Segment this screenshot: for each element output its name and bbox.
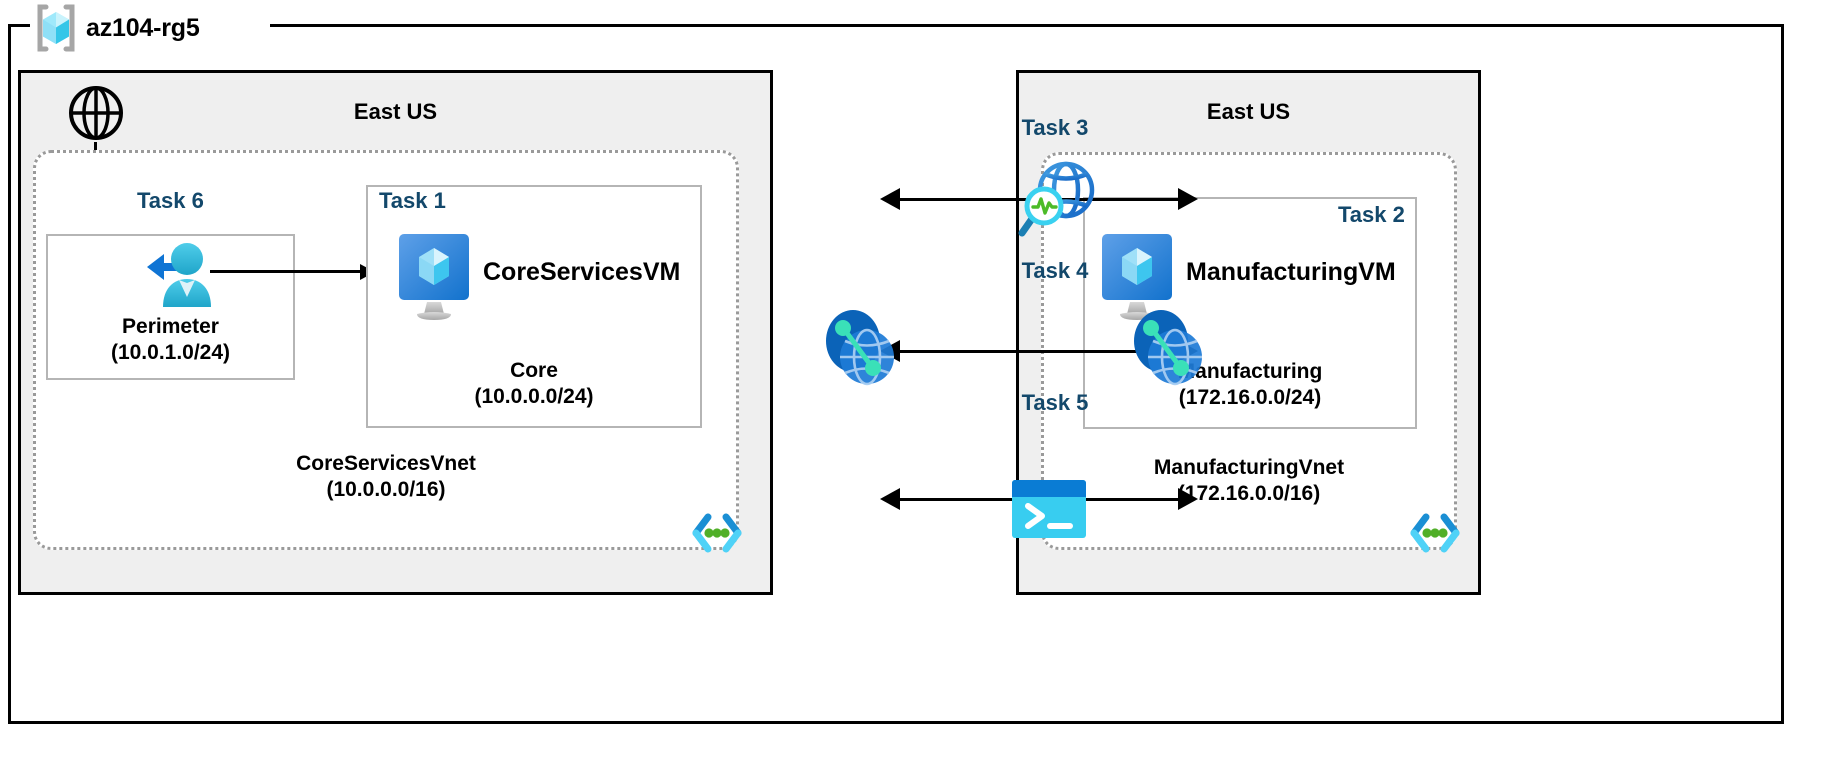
subnet-manufacturing-caption: Manufacturing (172.16.0.0/24)	[1085, 359, 1415, 411]
virtual-machine-icon-manufacturing	[1100, 232, 1174, 322]
subnet-perimeter-cidr: (10.0.1.0/24)	[110, 340, 231, 364]
task-label-task4: Task 4	[1021, 258, 1089, 283]
vnet-coreservices-cidr: (10.0.0.0/16)	[326, 477, 446, 501]
vnet-manufacturing-cidr: (172.16.0.0/16)	[1177, 481, 1321, 505]
virtual-network-code-icon	[1406, 507, 1464, 559]
subnet-core-name: Core	[510, 358, 558, 382]
subnet-core-cidr: (10.0.0.0/24)	[474, 384, 594, 408]
region-right-title: East US	[1206, 99, 1291, 124]
task3-arrowhead-right	[1178, 188, 1198, 210]
region-left-title: East US	[353, 99, 438, 124]
resource-group-frame	[8, 24, 1784, 724]
task-label-task2: Task 2	[1338, 202, 1405, 227]
subnet-core: Core (10.0.0.0/24)	[366, 185, 702, 428]
vnet-coreservices-label: CoreServicesVnet (10.0.0.0/16)	[36, 451, 736, 503]
subnet-manufacturing-name: Manufacturing	[1177, 359, 1323, 383]
task5-arrowhead-left	[880, 488, 900, 510]
bastion-user-icon	[129, 239, 217, 311]
virtual-machine-icon-core	[397, 232, 471, 322]
perimeter-to-core-line	[210, 270, 362, 273]
vm-name-coreservicesvm: CoreServicesVM	[483, 258, 681, 286]
virtual-network-code-icon	[688, 507, 746, 559]
subnet-perimeter-caption: Perimeter (10.0.1.0/24)	[48, 314, 293, 366]
network-watcher-icon	[1018, 157, 1102, 239]
cloud-shell-icon	[1010, 478, 1088, 540]
task-label-task5: Task 5	[1021, 390, 1089, 415]
vnet-peering-icon-right	[1130, 305, 1208, 397]
vm-name-manufacturingvm: ManufacturingVM	[1186, 258, 1396, 286]
vnet-coreservices-name: CoreServicesVnet	[296, 451, 476, 475]
resource-group-name: az104-rg5	[86, 13, 200, 42]
resource-group-title: az104-rg5	[32, 4, 200, 52]
task3-arrowhead-left	[880, 188, 900, 210]
task-label-task1: Task 1	[379, 188, 446, 213]
vnet-manufacturing-label: ManufacturingVnet (172.16.0.0/16)	[1044, 455, 1454, 507]
subnet-core-caption: Core (10.0.0.0/24)	[368, 358, 700, 410]
internet-globe-icon	[67, 84, 125, 142]
task4-connector-line	[897, 350, 1182, 353]
task-label-task6: Task 6	[137, 188, 204, 213]
resource-group-cube-icon	[32, 3, 80, 53]
subnet-manufacturing-cidr: (172.16.0.0/24)	[1178, 385, 1322, 409]
subnet-perimeter: Perimeter (10.0.1.0/24)	[46, 234, 295, 380]
task-label-task3: Task 3	[1021, 115, 1089, 140]
subnet-perimeter-name: Perimeter	[122, 314, 219, 338]
vnet-manufacturing-name: ManufacturingVnet	[1153, 455, 1345, 479]
task5-arrowhead-right	[1178, 488, 1198, 510]
vnet-peering-icon-left	[822, 305, 900, 397]
